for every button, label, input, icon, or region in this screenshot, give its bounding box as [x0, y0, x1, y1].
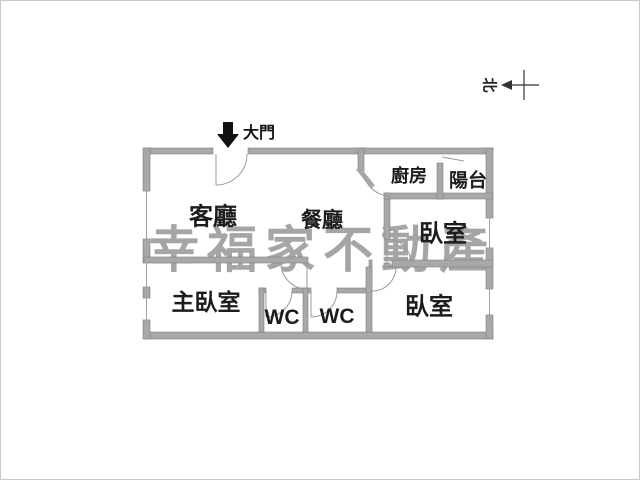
room-label-kitchen: 廚房: [391, 166, 427, 186]
room-label-bedroom-bottom: 臥室: [405, 293, 453, 321]
room-label-wc-2: WC: [319, 305, 355, 328]
room-label-master-bedroom: 主臥室: [171, 289, 241, 315]
north-label: 北: [480, 77, 498, 93]
north-compass-icon: [501, 70, 539, 100]
entrance-arrow-icon: [217, 122, 239, 148]
room-label-dining-room: 餐廳: [301, 209, 343, 232]
room-label-living-room: 客廳: [189, 203, 237, 231]
room-label-bedroom-right: 臥室: [419, 220, 467, 248]
kitchen-angled-wall: [356, 166, 375, 189]
brand-watermark: 幸福家不動產: [149, 222, 497, 278]
doors: [215, 153, 465, 318]
room-label-balcony: 陽台: [448, 170, 488, 192]
windows: [143, 190, 493, 321]
room-label-wc-1: WC: [264, 306, 300, 329]
walls: [142, 147, 494, 340]
entrance-label: 大門: [243, 125, 276, 142]
